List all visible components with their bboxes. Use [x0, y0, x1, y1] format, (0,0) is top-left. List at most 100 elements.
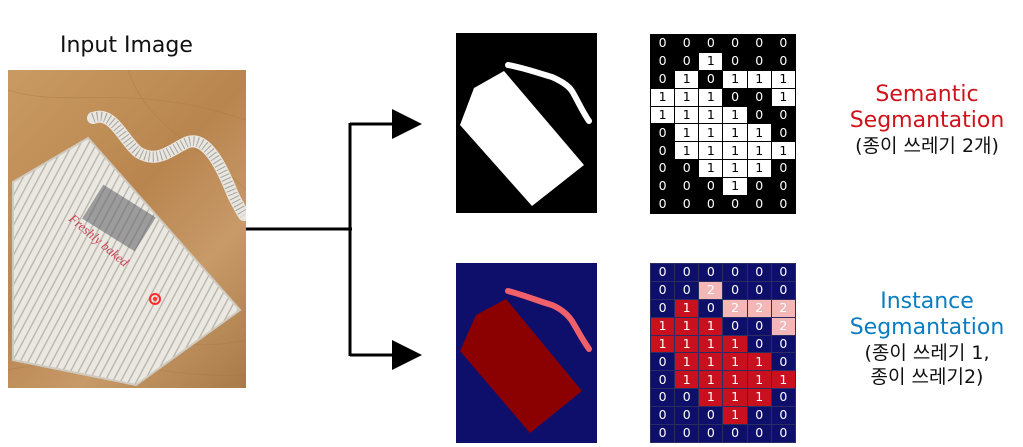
instance-cell: 0 — [771, 389, 795, 407]
semantic-cell: 1 — [699, 106, 723, 124]
instance-cell: 0 — [771, 335, 795, 353]
instance-cell: 0 — [723, 425, 747, 442]
instance-cell: 1 — [675, 299, 699, 317]
semantic-cell: 1 — [747, 124, 771, 142]
semantic-cell: 1 — [723, 70, 747, 88]
semantic-cell: 1 — [675, 88, 699, 106]
semantic-cell: 0 — [699, 70, 723, 88]
instance-cell: 0 — [699, 264, 723, 281]
semantic-cell: 0 — [747, 88, 771, 106]
semantic-mask-image — [456, 33, 597, 213]
instance-cell: 0 — [675, 264, 699, 281]
instance-subtitle-line1: (종이 쓰레기 1, — [864, 342, 990, 364]
instance-cell: 0 — [675, 389, 699, 407]
instance-cell: 0 — [651, 425, 675, 442]
instance-cell: 1 — [699, 371, 723, 389]
instance-cell: 0 — [699, 407, 723, 425]
semantic-cell: 1 — [699, 124, 723, 142]
instance-cell: 0 — [651, 264, 675, 281]
semantic-cell: 1 — [651, 106, 675, 124]
semantic-cell: 0 — [651, 124, 675, 142]
semantic-cell: 1 — [699, 160, 723, 178]
semantic-cell: 1 — [723, 142, 747, 160]
instance-cell: 0 — [771, 425, 795, 442]
instance-cell: 0 — [675, 407, 699, 425]
semantic-cell: 1 — [699, 52, 723, 70]
instance-cell: 0 — [723, 317, 747, 335]
instance-cell: 0 — [771, 264, 795, 281]
semantic-cell: 0 — [675, 178, 699, 196]
semantic-cell: 0 — [675, 160, 699, 178]
instance-cell: 0 — [675, 281, 699, 299]
semantic-cell: 0 — [651, 196, 675, 213]
semantic-cell: 1 — [771, 142, 795, 160]
semantic-cell: 0 — [651, 35, 675, 52]
instance-paper-shape — [460, 299, 582, 433]
semantic-cell: 0 — [651, 178, 675, 196]
semantic-cell: 1 — [723, 106, 747, 124]
instance-cell: 0 — [723, 264, 747, 281]
instance-cell: 0 — [651, 299, 675, 317]
semantic-cell: 1 — [675, 106, 699, 124]
instance-cell: 1 — [723, 335, 747, 353]
instance-cell: 2 — [699, 281, 723, 299]
input-image-title: Input Image — [60, 33, 193, 58]
instance-cell: 0 — [651, 371, 675, 389]
instance-cell: 0 — [699, 425, 723, 442]
semantic-cell: 0 — [675, 196, 699, 213]
instance-cell: 0 — [723, 281, 747, 299]
instance-cell: 1 — [723, 353, 747, 371]
semantic-cell: 1 — [675, 124, 699, 142]
semantic-subtitle: (종이 쓰레기 2개) — [855, 135, 999, 157]
instance-cell: 1 — [699, 353, 723, 371]
semantic-segmentation-label: Semantic Segmantation (종이 쓰레기 2개) — [842, 82, 1012, 158]
instance-cell: 0 — [771, 281, 795, 299]
instance-cell: 1 — [675, 353, 699, 371]
instance-cell: 1 — [747, 389, 771, 407]
instance-cell: 1 — [723, 371, 747, 389]
instance-segmentation-label: Instance Segmantation (종이 쓰레기 1, 종이 쓰레기2… — [842, 289, 1012, 389]
instance-title-line1: Instance — [880, 289, 974, 314]
semantic-cell: 0 — [747, 106, 771, 124]
instance-subtitle-line2: 종이 쓰레기2) — [870, 366, 984, 388]
instance-cell: 0 — [675, 425, 699, 442]
semantic-cell: 0 — [771, 178, 795, 196]
instance-cell: 1 — [675, 317, 699, 335]
semantic-cell: 0 — [747, 196, 771, 213]
semantic-cell: 0 — [771, 196, 795, 213]
instance-cell: 1 — [699, 317, 723, 335]
instance-cell: 1 — [723, 407, 747, 425]
semantic-cell: 0 — [699, 196, 723, 213]
instance-cell: 0 — [771, 353, 795, 371]
semantic-cell: 1 — [747, 142, 771, 160]
semantic-cell: 0 — [747, 35, 771, 52]
instance-cell: 1 — [675, 335, 699, 353]
instance-strip-shape — [505, 288, 592, 352]
instance-cell: 0 — [747, 317, 771, 335]
semantic-cell: 0 — [771, 106, 795, 124]
instance-cell: 1 — [675, 371, 699, 389]
semantic-strip-shape — [505, 62, 592, 124]
semantic-cell: 0 — [651, 160, 675, 178]
semantic-cell: 1 — [723, 124, 747, 142]
semantic-cell: 0 — [675, 35, 699, 52]
semantic-cell: 0 — [747, 52, 771, 70]
semantic-cell: 1 — [651, 88, 675, 106]
instance-title-line2: Segmantation — [849, 315, 1005, 340]
instance-cell: 0 — [651, 407, 675, 425]
semantic-cell: 1 — [699, 142, 723, 160]
semantic-cell: 1 — [675, 70, 699, 88]
instance-cell: 0 — [651, 389, 675, 407]
instance-cell: 1 — [723, 389, 747, 407]
instance-cell: 0 — [747, 264, 771, 281]
semantic-cell: 1 — [723, 160, 747, 178]
instance-cell: 1 — [651, 335, 675, 353]
semantic-cell: 0 — [651, 52, 675, 70]
instance-cell: 2 — [771, 299, 795, 317]
instance-cell: 0 — [747, 281, 771, 299]
instance-cell: 1 — [699, 335, 723, 353]
semantic-cell: 0 — [699, 178, 723, 196]
semantic-cell: 1 — [675, 142, 699, 160]
